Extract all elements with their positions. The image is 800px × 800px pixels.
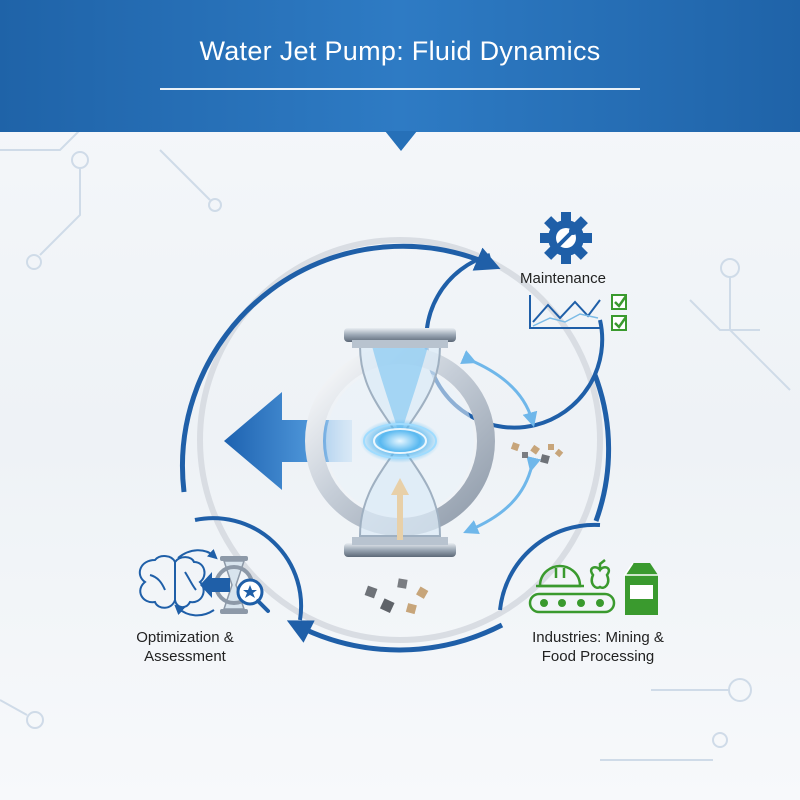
optimization-label: Optimization & Assessment	[136, 629, 234, 665]
jet-pump-graphic	[305, 328, 495, 557]
optimization-circle	[194, 516, 304, 621]
cycle-arrow-to-optimization	[286, 620, 504, 653]
flow-arrow-upper	[460, 350, 538, 428]
loop-arrow-top	[177, 548, 218, 560]
apple-icon	[589, 559, 611, 589]
solid-particles-right	[510, 442, 564, 464]
loop-arrow-bottom	[174, 604, 215, 617]
checkbox-checked-icon	[611, 294, 628, 331]
header-banner	[0, 0, 800, 132]
inner-ring	[197, 237, 603, 643]
page-title: Water Jet Pump: Fluid Dynamics	[199, 36, 601, 66]
brain-icon	[138, 555, 206, 609]
industries-label: Industries: Mining & Food Processing	[532, 629, 664, 665]
industries-circle	[498, 522, 601, 611]
gear-wrench-icon	[540, 212, 592, 264]
cycle-arc-right	[592, 374, 612, 522]
milk-carton-icon	[623, 562, 658, 615]
solid-particles-bottom	[364, 578, 429, 615]
title-underline	[160, 88, 640, 90]
flow-arrow-lower	[463, 455, 542, 534]
cycle-arrow-to-maintenance	[179, 243, 501, 493]
magnifier-star-icon	[236, 578, 270, 613]
line-chart-icon	[529, 295, 601, 329]
header-pointer	[385, 131, 417, 151]
discharge-arrow	[224, 392, 352, 490]
hard-hat-icon	[536, 564, 584, 588]
conveyor-belt-icon	[528, 592, 616, 614]
maintenance-label: Maintenance	[520, 270, 606, 287]
